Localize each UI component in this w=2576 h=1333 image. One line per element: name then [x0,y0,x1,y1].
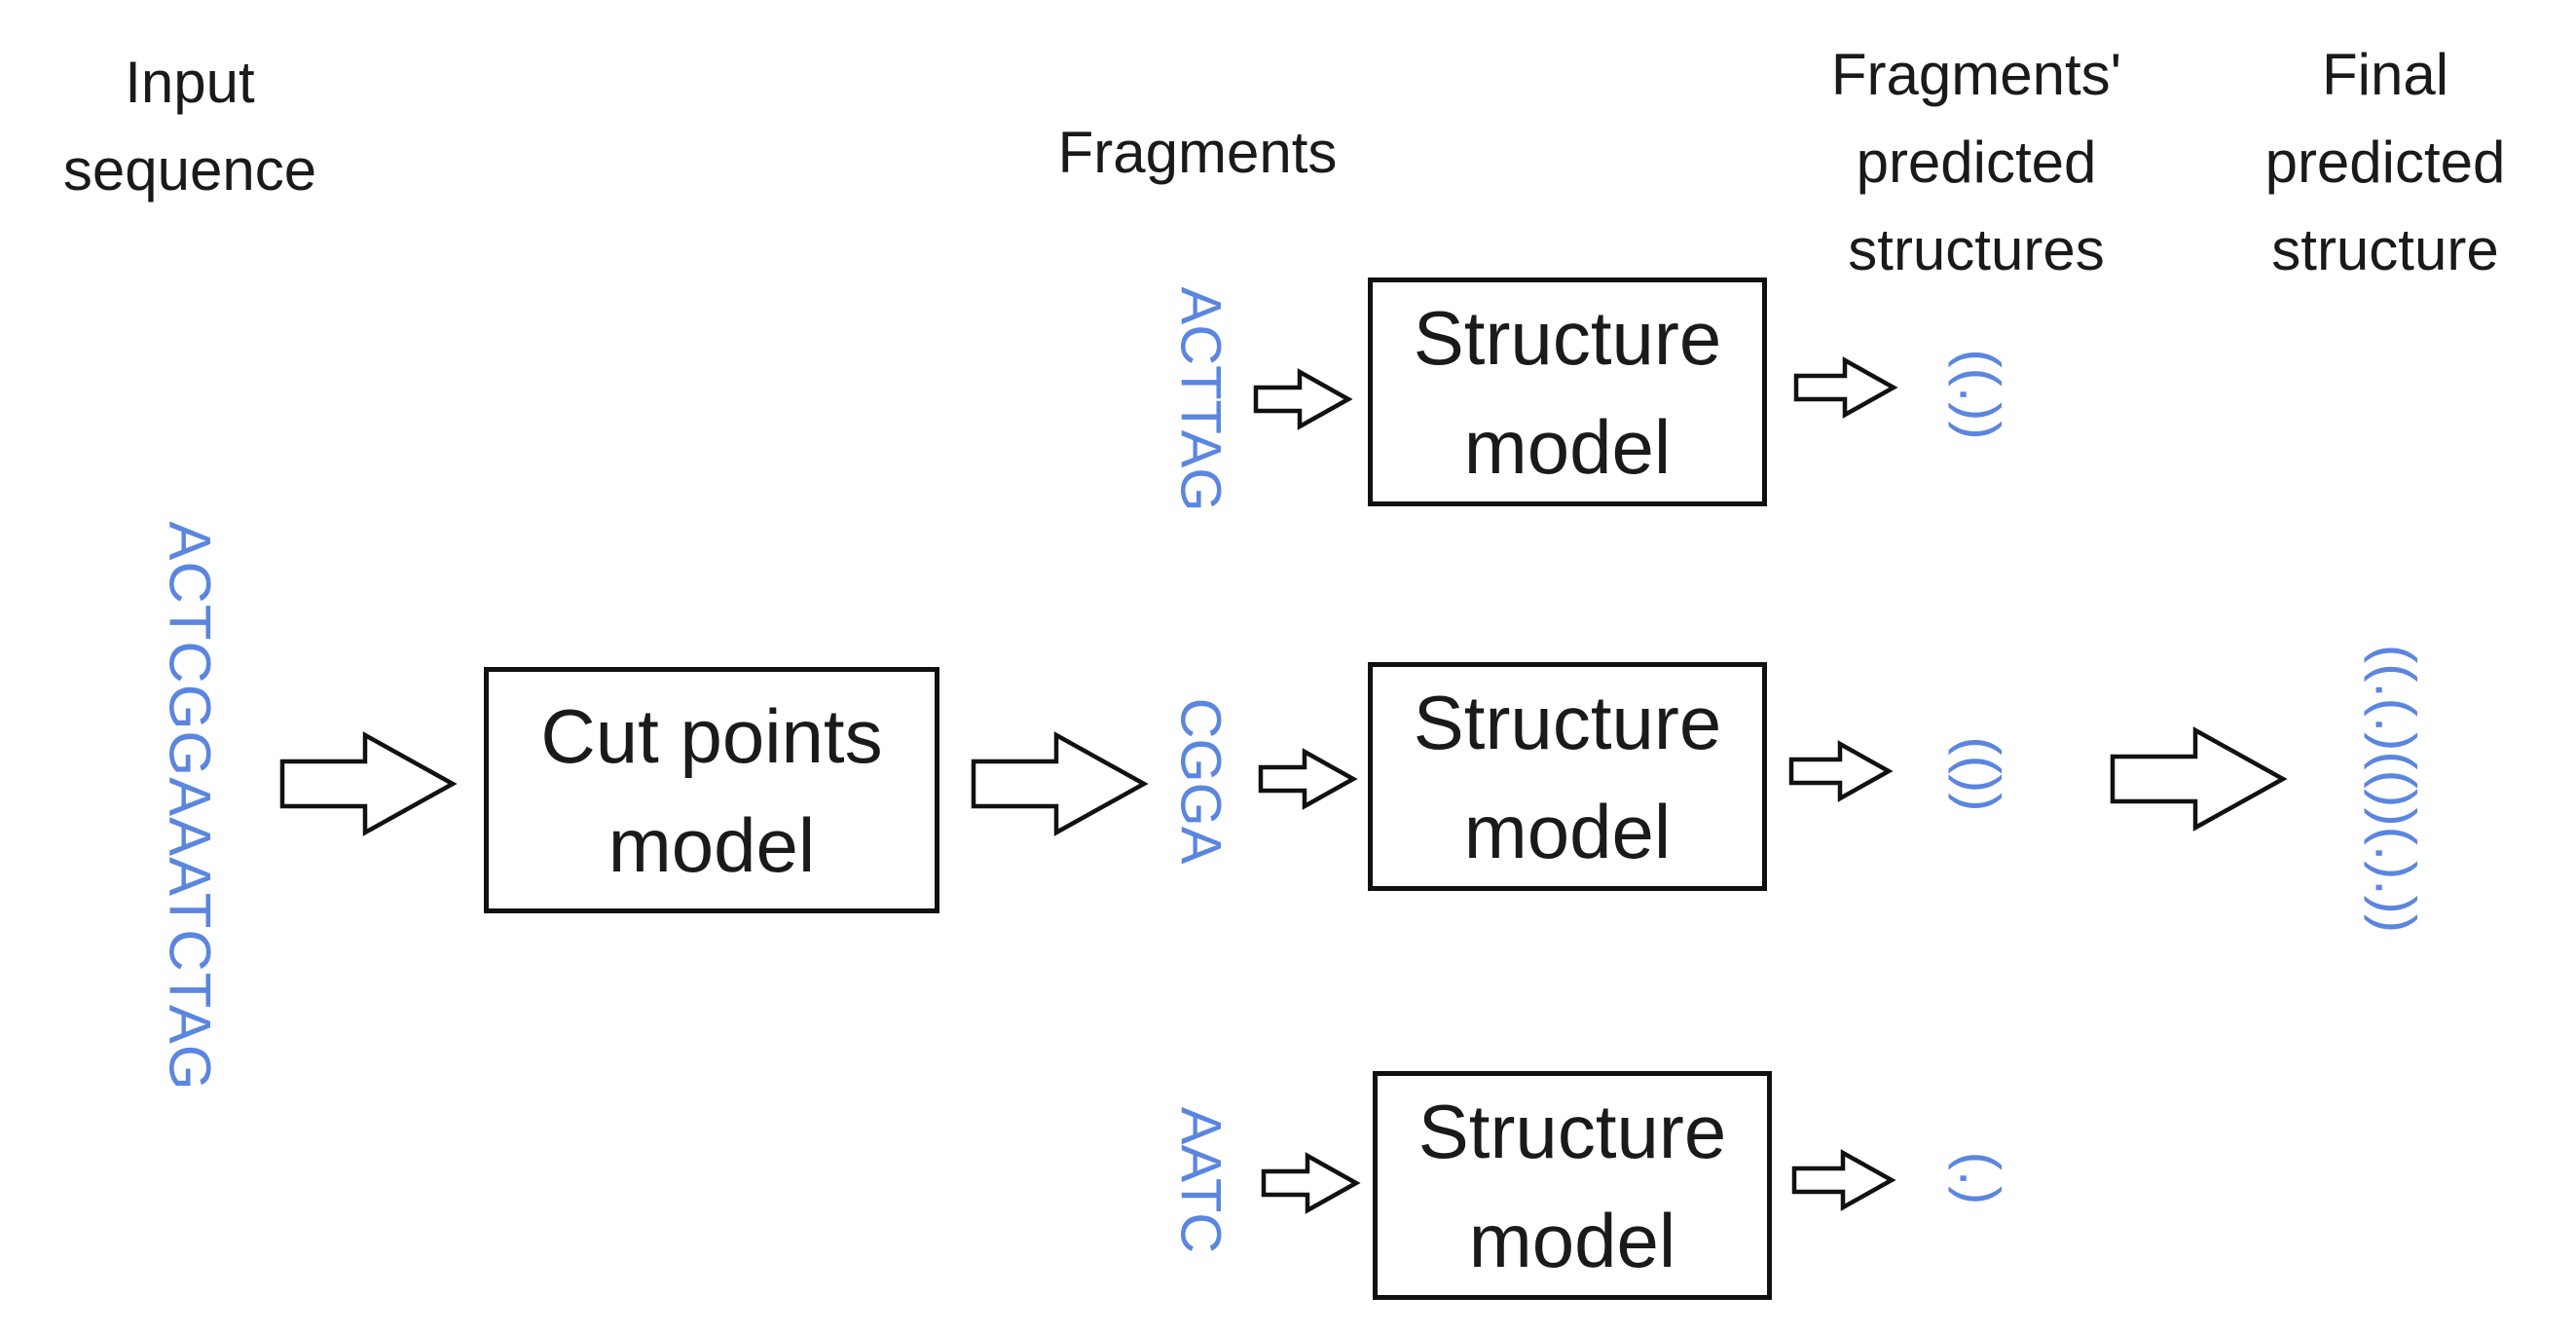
structure-model-box: Structure model [1368,662,1767,891]
header-line: Fragments' [1830,42,2122,107]
box-label: model [1463,403,1672,490]
flow-arrow [1258,748,1358,810]
box-label: model [1468,1197,1676,1283]
header-line: Fragments [1057,120,1338,185]
header-line: predicted [1856,130,2097,195]
box-label: Structure [1417,1088,1727,1174]
flow-arrow [279,731,458,836]
flow-arrow [1793,356,1898,419]
box-label: Cut points [540,692,883,779]
header-line: sequence [62,137,317,203]
header-input-sequence: Input sequence [29,39,350,214]
structure-model-box: Structure model [1373,1071,1772,1300]
flow-arrow [1788,740,1894,802]
header-line: Input [125,50,255,115]
header-line: predicted [2264,130,2506,195]
box-label: model [1463,788,1672,874]
header-line: Final [2321,42,2449,107]
header-line: structure [2271,217,2499,282]
flow-arrow [2110,726,2288,832]
header-fragment-structures: Fragments' predicted structures [1782,31,2171,294]
header-final-structure: Final predicted structure [2229,31,2541,294]
flow-arrow [1791,1149,1896,1211]
box-label: model [607,801,816,888]
flow-arrow [1253,368,1353,430]
cut-points-model-box: Cut points model [484,667,939,913]
box-label: Structure [1413,679,1722,765]
header-fragments: Fragments [1022,109,1373,197]
structure-model-box: Structure model [1368,278,1767,506]
box-label: Structure [1413,294,1722,381]
flow-arrow [971,731,1149,836]
flow-arrow [1261,1152,1361,1214]
header-line: structures [1848,217,2105,282]
